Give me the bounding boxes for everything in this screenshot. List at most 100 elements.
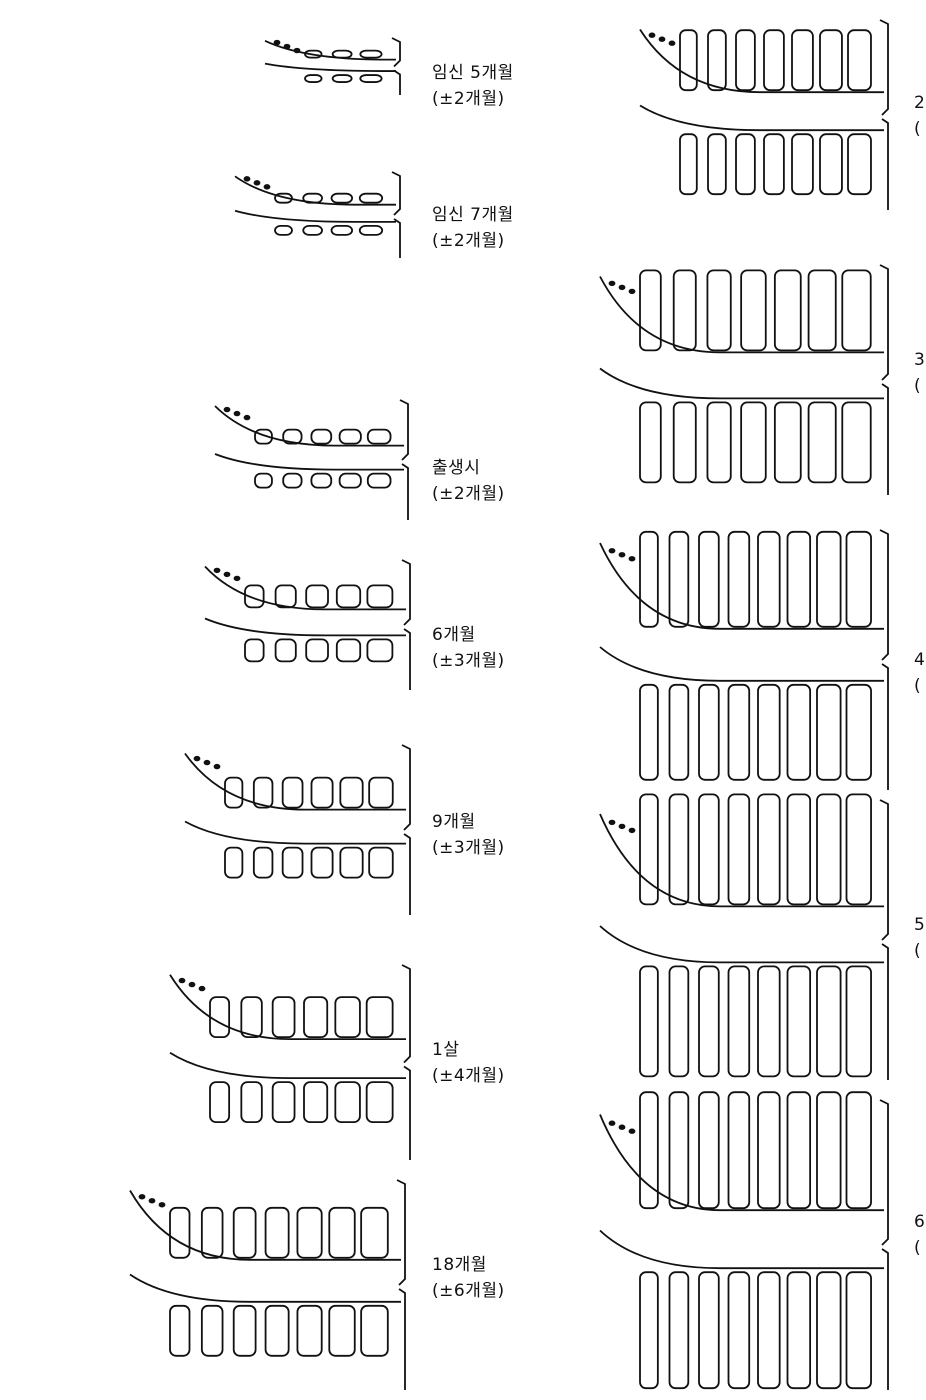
stage-label-prenatal-7m: 임신 7개월(±2개월) xyxy=(432,205,514,251)
lower-jaw-curve xyxy=(599,1229,884,1270)
lower-tooth xyxy=(706,401,732,484)
stage-label-9m: 9개월(±3개월) xyxy=(432,812,505,858)
tooth-bud xyxy=(648,32,656,38)
lower-tooth xyxy=(639,1271,659,1390)
lower-tooth xyxy=(816,683,842,781)
lower-tooth xyxy=(254,472,273,489)
lower-tooth xyxy=(845,683,872,781)
stage-label-18m: 18개월(±6개월) xyxy=(432,1255,505,1301)
upper-tooth xyxy=(338,428,362,445)
stage-label-6y: 6( xyxy=(914,1212,926,1258)
lower-jaw-curve xyxy=(264,62,396,72)
stage-label-2y: 2( xyxy=(914,93,926,139)
lower-tooth xyxy=(310,846,334,879)
lower-tooth xyxy=(698,1271,720,1390)
jaw-boundary-upper xyxy=(879,264,889,381)
lower-tooth xyxy=(845,965,872,1078)
upper-tooth xyxy=(330,192,354,204)
lower-tooth xyxy=(240,1081,263,1123)
upper-tooth xyxy=(786,1091,812,1210)
upper-tooth xyxy=(274,192,293,204)
tooth-bud xyxy=(178,977,186,984)
jaw-boundary-lower xyxy=(881,118,889,210)
lower-tooth xyxy=(727,965,751,1078)
jaw-boundary-upper xyxy=(401,964,411,1064)
lower-tooth xyxy=(698,965,720,1078)
upper-tooth xyxy=(281,776,304,809)
upper-tooth xyxy=(200,1206,224,1259)
lower-jaw-curve xyxy=(169,1051,406,1079)
lower-tooth xyxy=(339,846,364,879)
upper-tooth xyxy=(339,776,364,809)
jaw-boundary-lower xyxy=(881,1248,889,1390)
upper-tooth xyxy=(707,29,727,92)
upper-tooth xyxy=(310,776,334,809)
lower-tooth xyxy=(757,1271,781,1390)
tooth-bud xyxy=(198,985,206,992)
upper-tooth xyxy=(232,1206,257,1259)
upper-tooth xyxy=(727,793,751,906)
lower-tooth xyxy=(668,1271,690,1390)
jaw-boundary-lower xyxy=(403,833,411,915)
upper-tooth xyxy=(698,1091,720,1210)
lower-tooth xyxy=(786,683,812,781)
lower-tooth xyxy=(169,1304,191,1357)
tooth-bud xyxy=(233,410,241,417)
upper-tooth xyxy=(773,269,802,352)
lower-tooth xyxy=(328,1304,356,1357)
upper-tooth xyxy=(845,793,872,906)
upper-tooth xyxy=(639,269,662,352)
tooth-bud xyxy=(148,1198,156,1204)
lower-jaw-curve xyxy=(599,925,884,964)
lower-tooth xyxy=(331,74,353,83)
tooth-bud xyxy=(188,981,196,988)
tooth-bud xyxy=(293,47,301,54)
lower-tooth xyxy=(707,133,727,196)
lower-tooth xyxy=(639,401,662,484)
upper-tooth xyxy=(302,192,323,204)
lower-jaw-curve xyxy=(599,646,884,682)
jaw-boundary-upper xyxy=(879,19,889,116)
upper-tooth xyxy=(679,29,698,92)
tooth-bud xyxy=(243,414,251,421)
lower-tooth xyxy=(668,965,690,1078)
upper-tooth xyxy=(845,1091,872,1210)
upper-jaw-curve xyxy=(169,974,406,1040)
upper-tooth xyxy=(335,584,362,609)
upper-tooth xyxy=(296,1206,323,1259)
lower-jaw-curve xyxy=(639,104,884,132)
upper-jaw-curve xyxy=(129,1190,401,1261)
lower-tooth xyxy=(786,1271,812,1390)
upper-tooth xyxy=(334,996,361,1038)
upper-tooth xyxy=(224,776,244,809)
upper-tooth xyxy=(819,29,843,92)
tooth-bud xyxy=(618,284,626,291)
upper-tooth xyxy=(368,776,394,809)
upper-tooth xyxy=(841,269,872,352)
upper-tooth xyxy=(698,793,720,906)
upper-jaw-curve xyxy=(204,565,406,611)
lower-tooth xyxy=(740,401,767,484)
tooth-bud xyxy=(203,759,211,766)
upper-tooth xyxy=(366,584,394,609)
lower-tooth xyxy=(366,638,394,663)
stage-label-birth: 출생시(±2개월) xyxy=(432,458,505,504)
upper-tooth xyxy=(331,49,353,59)
upper-jaw-curve xyxy=(599,813,884,908)
upper-tooth xyxy=(672,269,697,352)
lower-tooth xyxy=(360,1304,389,1357)
tooth-bud xyxy=(608,548,616,554)
lower-tooth xyxy=(224,846,244,879)
upper-tooth xyxy=(304,49,323,59)
upper-tooth xyxy=(816,530,842,628)
jaw-boundary-lower xyxy=(403,1065,411,1160)
jaw-boundary-upper xyxy=(399,399,409,461)
jaw-boundary-upper xyxy=(879,1099,889,1246)
tooth-bud xyxy=(213,567,221,574)
tooth-bud xyxy=(253,180,261,186)
upper-tooth xyxy=(639,793,659,906)
lower-tooth xyxy=(244,638,265,663)
jaw-boundary-upper xyxy=(879,529,889,661)
upper-tooth xyxy=(735,29,756,92)
